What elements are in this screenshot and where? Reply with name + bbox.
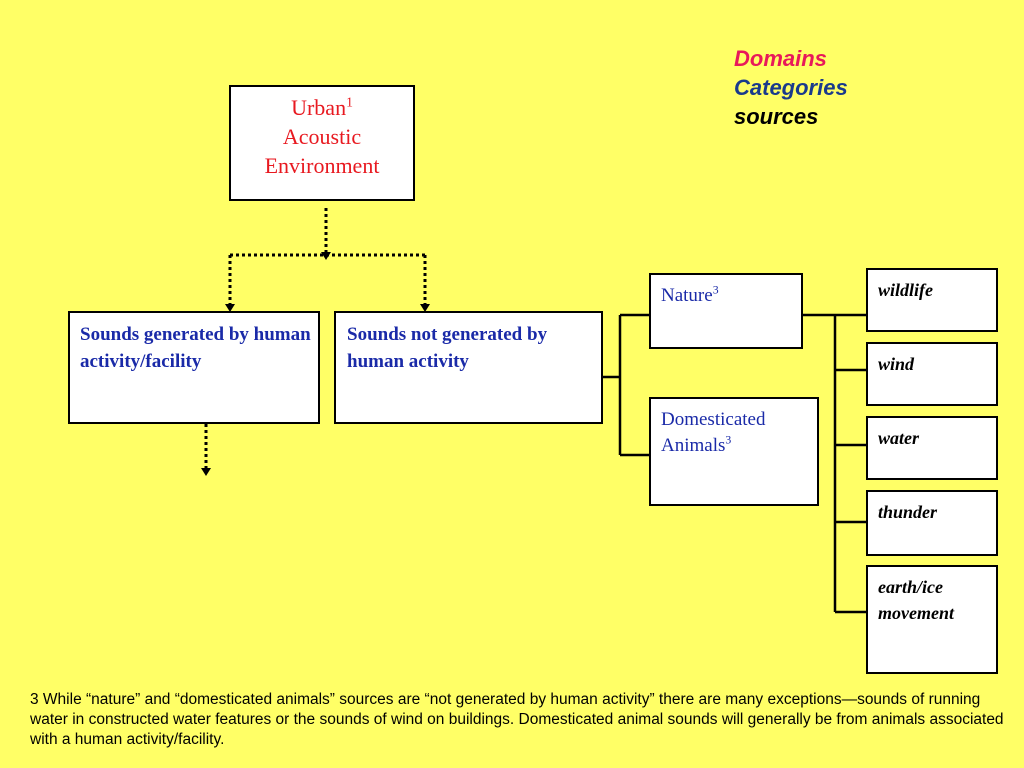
source-earth-line2: movement xyxy=(878,603,954,623)
source-thunder-label: thunder xyxy=(878,502,938,522)
legend-domains: Domains xyxy=(734,46,827,71)
category-node-domesticated-animals: Domesticated Animals3 xyxy=(649,397,819,506)
root-arrowhead xyxy=(321,252,331,260)
legend: Domains Categories sources xyxy=(734,44,848,131)
root-line2: Acoustic xyxy=(282,124,362,149)
domain-node-human: Sounds generated by human activity/facil… xyxy=(68,311,320,424)
source-earth-line1: earth/ice xyxy=(878,577,943,597)
category-node-nature: Nature3 xyxy=(649,273,803,349)
domain-node-nonhuman: Sounds not generated by human activity xyxy=(334,311,603,424)
nonhuman-arrowhead xyxy=(420,304,430,312)
continuation-arrowhead xyxy=(201,468,211,476)
category-nature-label: Nature3 xyxy=(661,283,719,306)
nature-footnote-marker: 3 xyxy=(712,283,719,297)
source-wildlife-label: wildlife xyxy=(878,280,933,300)
root-node-urban-acoustic-environment: Urban1 Acoustic Environment xyxy=(229,85,415,201)
root-line3: Environment xyxy=(264,153,380,178)
root-footnote-marker: 1 xyxy=(346,94,353,110)
domain-nonhuman-label: Sounds not generated by human activity xyxy=(347,324,548,372)
source-node-wind: wind xyxy=(866,342,998,406)
footnote: 3 While “nature” and “domesticated anima… xyxy=(30,691,1004,748)
domain-human-label: Sounds generated by human activity/facil… xyxy=(80,324,311,372)
source-node-water: water xyxy=(866,416,998,480)
category-domesticated-line1: Domesticated xyxy=(661,409,766,430)
source-earth-label: earth/ice movement xyxy=(868,567,996,626)
source-water-label: water xyxy=(878,428,920,448)
domesticated-footnote-marker: 3 xyxy=(725,433,732,447)
category-domesticated-line2: Animals3 xyxy=(661,433,732,456)
source-node-earth-ice-movement: earth/ice movement xyxy=(866,565,998,674)
source-node-wildlife: wildlife xyxy=(866,268,998,332)
root-line1: Urban1 xyxy=(291,94,353,120)
human-arrowhead xyxy=(225,304,235,312)
source-node-thunder: thunder xyxy=(866,490,998,556)
legend-sources: sources xyxy=(734,104,819,129)
source-wind-label: wind xyxy=(878,354,915,374)
legend-categories: Categories xyxy=(734,75,848,100)
